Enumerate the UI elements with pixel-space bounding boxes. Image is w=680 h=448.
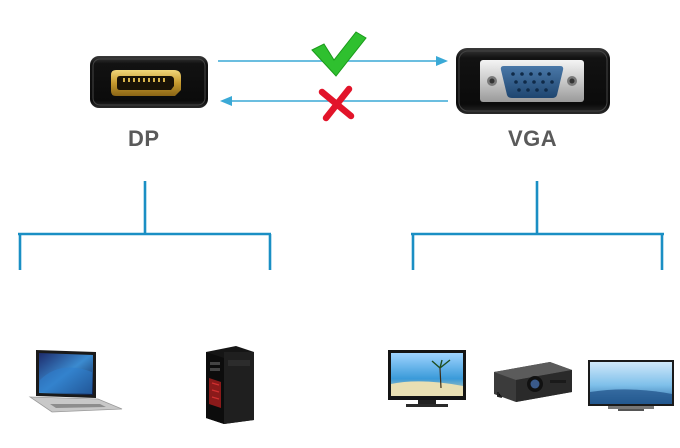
cross-icon xyxy=(318,85,355,122)
vga-branch-lines xyxy=(411,181,664,270)
vga-connector-icon xyxy=(456,48,610,114)
check-icon xyxy=(311,31,367,77)
projector-icon xyxy=(494,362,572,402)
dp-label: DP xyxy=(128,126,160,151)
vga-label: VGA xyxy=(508,126,558,151)
desktop-tower-icon xyxy=(206,346,254,424)
dp-connector-icon xyxy=(90,56,208,108)
tv-monitor-icon xyxy=(388,350,466,407)
dp-branch-lines xyxy=(18,181,272,270)
flat-screen-tv-icon xyxy=(588,360,674,411)
laptop-icon xyxy=(28,350,123,413)
